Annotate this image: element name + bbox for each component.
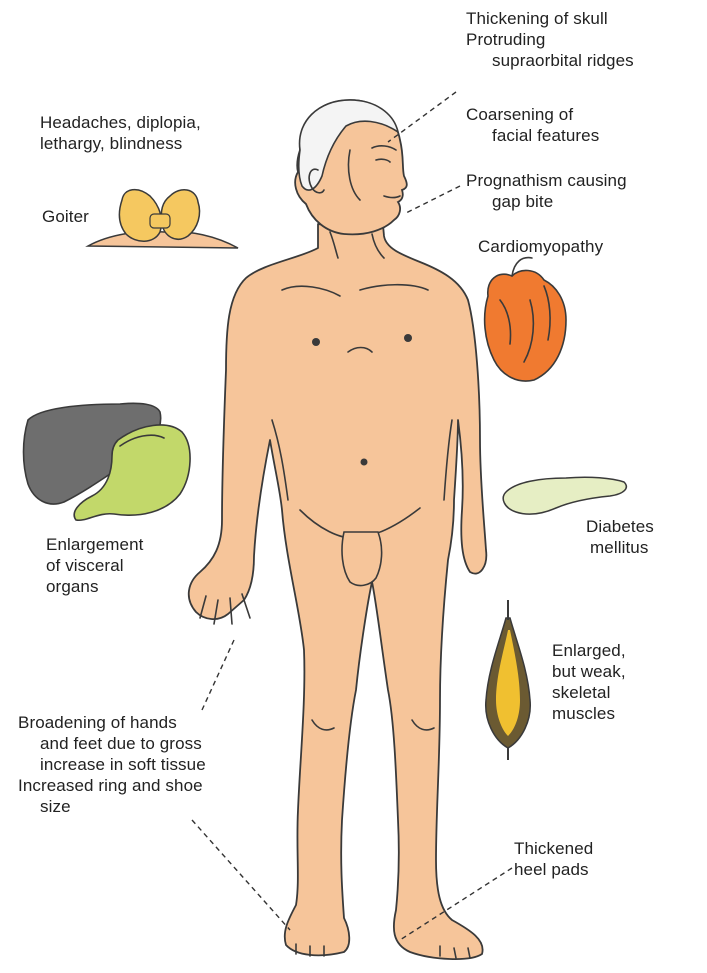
label-line: Coarsening of	[466, 104, 599, 125]
label-enlargement-visceral-organs: Enlargement of visceral organs	[46, 534, 144, 597]
label-thickening-of-skull: Thickening of skull Protruding supraorbi…	[466, 8, 634, 71]
label-line: Protruding	[466, 29, 634, 50]
label-line: gap bite	[466, 191, 627, 212]
label-line: organs	[46, 576, 144, 597]
label-headaches: Headaches, diplopia, lethargy, blindness	[40, 112, 201, 154]
label-line: of visceral	[46, 555, 144, 576]
body-silhouette	[189, 214, 487, 959]
label-line: Headaches, diplopia,	[40, 112, 201, 133]
thyroid-illustration	[88, 190, 238, 248]
label-line: supraorbital ridges	[466, 50, 634, 71]
label-line: Prognathism causing	[466, 170, 627, 191]
label-line: facial features	[466, 125, 599, 146]
visceral-organs-illustration	[24, 403, 191, 520]
label-line: muscles	[552, 703, 626, 724]
label-line: and feet due to gross	[18, 733, 206, 754]
label-thickened-heel-pads: Thickened heel pads	[514, 838, 593, 880]
label-line: Enlarged,	[552, 640, 626, 661]
label-line: lethargy, blindness	[40, 133, 201, 154]
label-line: Thickening of skull	[466, 8, 634, 29]
label-line: Goiter	[42, 206, 89, 227]
label-line: Diabetes	[586, 516, 654, 537]
label-line: Increased ring and shoe	[18, 775, 206, 796]
label-line: Thickened	[514, 838, 593, 859]
label-cardiomyopathy: Cardiomyopathy	[478, 236, 603, 257]
pancreas-illustration	[503, 477, 626, 514]
heart-illustration	[485, 258, 566, 381]
label-line: Enlargement	[46, 534, 144, 555]
human-figure	[189, 100, 487, 959]
label-line: heel pads	[514, 859, 593, 880]
genitals	[342, 532, 382, 585]
label-prognathism: Prognathism causing gap bite	[466, 170, 627, 212]
label-line: Cardiomyopathy	[478, 236, 603, 257]
label-skeletal-muscles: Enlarged, but weak, skeletal muscles	[552, 640, 626, 724]
label-coarsening-facial-features: Coarsening of facial features	[466, 104, 599, 146]
label-line: size	[18, 796, 206, 817]
label-line: mellitus	[586, 537, 654, 558]
label-line: skeletal	[552, 682, 626, 703]
label-line: Broadening of hands	[18, 712, 206, 733]
label-goiter: Goiter	[42, 206, 89, 227]
label-diabetes-mellitus: Diabetes mellitus	[586, 516, 654, 558]
label-line: increase in soft tissue	[18, 754, 206, 775]
label-broadening-hands-feet: Broadening of hands and feet due to gros…	[18, 712, 206, 817]
label-line: but weak,	[552, 661, 626, 682]
muscle-illustration	[486, 600, 531, 760]
